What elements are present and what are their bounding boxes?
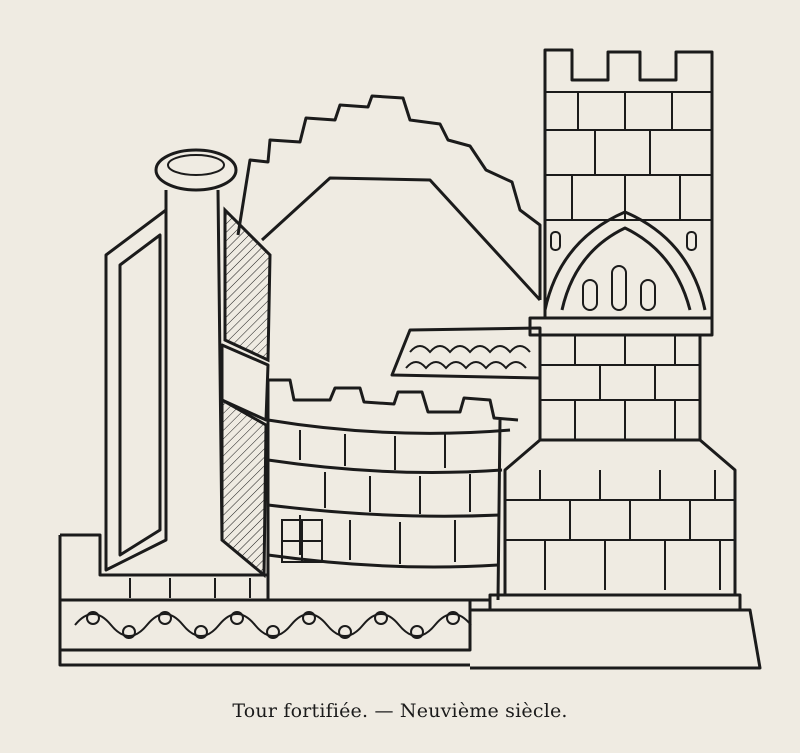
fortified-tower-engraving: [58, 48, 762, 670]
decorated-base: [58, 533, 490, 667]
main-square-tower: [470, 48, 762, 670]
gallery-roof: [390, 326, 542, 380]
central-curved-wall: [266, 378, 519, 601]
left-column-tower: [104, 148, 272, 579]
back-crenellated-wall: [236, 94, 542, 302]
image-caption: Tour fortifiée. — Neuvième siècle.: [232, 700, 568, 722]
